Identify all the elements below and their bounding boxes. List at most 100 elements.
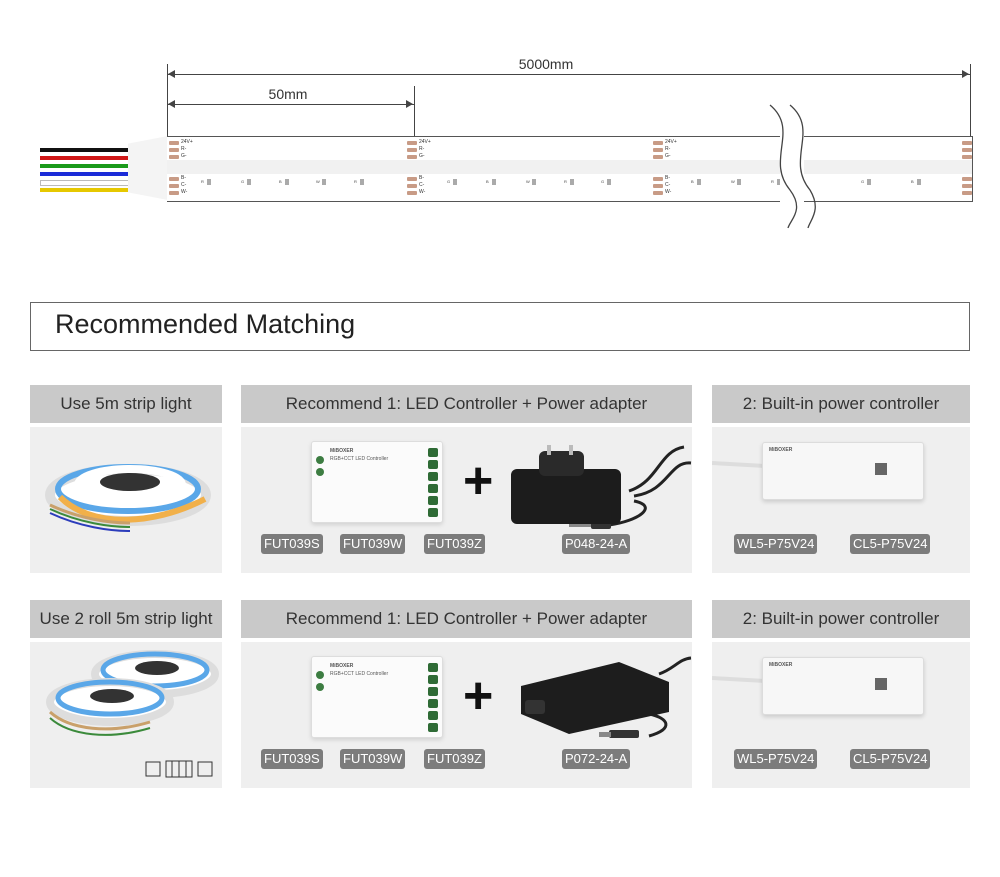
row2-strip-head: Use 2 roll 5m strip light — [30, 600, 222, 638]
power-adapter-p072-image — [521, 656, 692, 738]
segment-arrow-left-icon — [168, 100, 175, 108]
solder-pad — [653, 184, 663, 188]
led-chip — [777, 179, 781, 185]
controller-brand: MiBOXER — [330, 663, 354, 669]
row1-adapter-model: P048-24-A — [562, 534, 631, 554]
led-chip — [737, 179, 741, 185]
section-title: Recommended Matching — [55, 309, 356, 339]
pad-label: 24V+ — [419, 139, 431, 145]
solder-pad — [653, 177, 663, 181]
builtin-model-tag: WL5-P75V24 — [734, 534, 818, 554]
row2-strip-panel — [30, 642, 222, 788]
controller-name: RGB+CCT LED Controller — [330, 456, 389, 462]
builtin-model-tag: CL5-P75V24 — [850, 534, 931, 554]
controller-model-tag: FUT039W — [340, 534, 406, 554]
total-arrow-right-icon — [962, 70, 969, 78]
chip-label: R — [564, 179, 567, 184]
pad-label: 24V+ — [665, 139, 677, 145]
led-chip — [607, 179, 611, 185]
wire — [40, 188, 128, 192]
solder-pad — [962, 155, 972, 159]
row1-rec1-panel: MiBOXER RGB+CCT LED Controller + FUT039S… — [241, 427, 692, 573]
pad-label: 24V+ — [181, 139, 193, 145]
chip-label: R — [354, 179, 357, 184]
solder-pad — [169, 141, 179, 145]
pad-label: C- — [665, 182, 671, 188]
chip-label: W — [526, 179, 530, 184]
chip-label: G — [447, 179, 451, 184]
solder-pad — [962, 184, 972, 188]
led-chip — [697, 179, 701, 185]
solder-pad — [653, 155, 663, 159]
solder-pad — [169, 155, 179, 159]
pad-label: W- — [665, 189, 672, 195]
solder-pad — [962, 141, 972, 145]
chip-label: B — [691, 179, 694, 184]
fut039-controller-image: MiBOXER RGB+CCT LED Controller — [311, 441, 443, 523]
solder-pad — [169, 191, 179, 195]
led-chip — [453, 179, 457, 185]
led-strip-diagram: 24V+R-G-B-C-W-24V+R-G-B-C-W-24V+R-G-B-C-… — [167, 136, 973, 202]
segment-length-label: 50mm — [268, 86, 308, 102]
total-dimension-line — [167, 74, 970, 75]
wire — [40, 172, 128, 176]
controller-model-tag: FUT039Z — [424, 749, 485, 769]
led-chip — [360, 179, 364, 185]
chip-label: W — [731, 179, 735, 184]
dim-right-tick — [970, 64, 971, 138]
pad-label: R- — [419, 146, 425, 152]
solder-pad — [407, 184, 417, 188]
plus-sign: + — [463, 452, 494, 510]
plus-sign: + — [463, 667, 494, 725]
recommended-matching-header: Recommended Matching — [30, 302, 970, 351]
pad-label: G- — [181, 153, 187, 159]
chip-label: R — [201, 179, 204, 184]
row2-adapter-model: P072-24-A — [562, 749, 631, 769]
builtin-driver-image: MiBOXER — [762, 442, 924, 500]
builtin-driver-image: MiBOXER — [762, 657, 924, 715]
led-chip — [917, 179, 921, 185]
strip-break-icon — [769, 104, 816, 229]
solder-pad — [169, 177, 179, 181]
led-chip — [247, 179, 251, 185]
row2-rec2-head: 2: Built-in power controller — [712, 600, 970, 638]
pad-label: B- — [665, 175, 670, 181]
total-arrow-left-icon — [168, 70, 175, 78]
pad-label: C- — [419, 182, 425, 188]
chip-label: G — [601, 179, 605, 184]
solder-pad — [169, 148, 179, 152]
wire — [40, 148, 128, 152]
solder-pad — [653, 141, 663, 145]
pad-label: R- — [665, 146, 671, 152]
wire — [40, 164, 128, 168]
chip-label: G — [861, 179, 865, 184]
power-adapter-p048-image — [511, 445, 692, 529]
pad-label: R- — [181, 146, 187, 152]
solder-pad — [653, 191, 663, 195]
led-chip — [207, 179, 211, 185]
controller-name: RGB+CCT LED Controller — [330, 671, 389, 677]
segment-arrow-right-icon — [406, 100, 413, 108]
solder-pad — [407, 148, 417, 152]
led-chip — [322, 179, 326, 185]
solder-pad — [653, 148, 663, 152]
driver-brand: MiBOXER — [769, 447, 793, 453]
controller-model-tag: FUT039W — [340, 749, 406, 769]
builtin-model-tag: WL5-P75V24 — [734, 749, 818, 769]
row1-rec1-head: Recommend 1: LED Controller + Power adap… — [241, 385, 692, 423]
strip-center-band — [167, 160, 972, 174]
controller-model-tag: FUT039S — [261, 749, 323, 769]
fut039-controller-image: MiBOXER RGB+CCT LED Controller — [311, 656, 443, 738]
chip-label: B — [279, 179, 282, 184]
solder-pad — [407, 141, 417, 145]
segment-dimension-line — [167, 104, 414, 105]
pad-label: G- — [665, 153, 671, 159]
controller-model-tag: FUT039Z — [424, 534, 485, 554]
dim-mid-tick — [414, 86, 415, 138]
two-strip-reels-image — [46, 650, 219, 736]
wire — [40, 180, 130, 186]
row1-rec2-panel: MiBOXER WL5-P75V24 CL5-P75V24 — [712, 427, 970, 573]
row2-rec1-head: Recommend 1: LED Controller + Power adap… — [241, 600, 692, 638]
row1-strip-head: Use 5m strip light — [30, 385, 222, 423]
solder-pad — [169, 184, 179, 188]
